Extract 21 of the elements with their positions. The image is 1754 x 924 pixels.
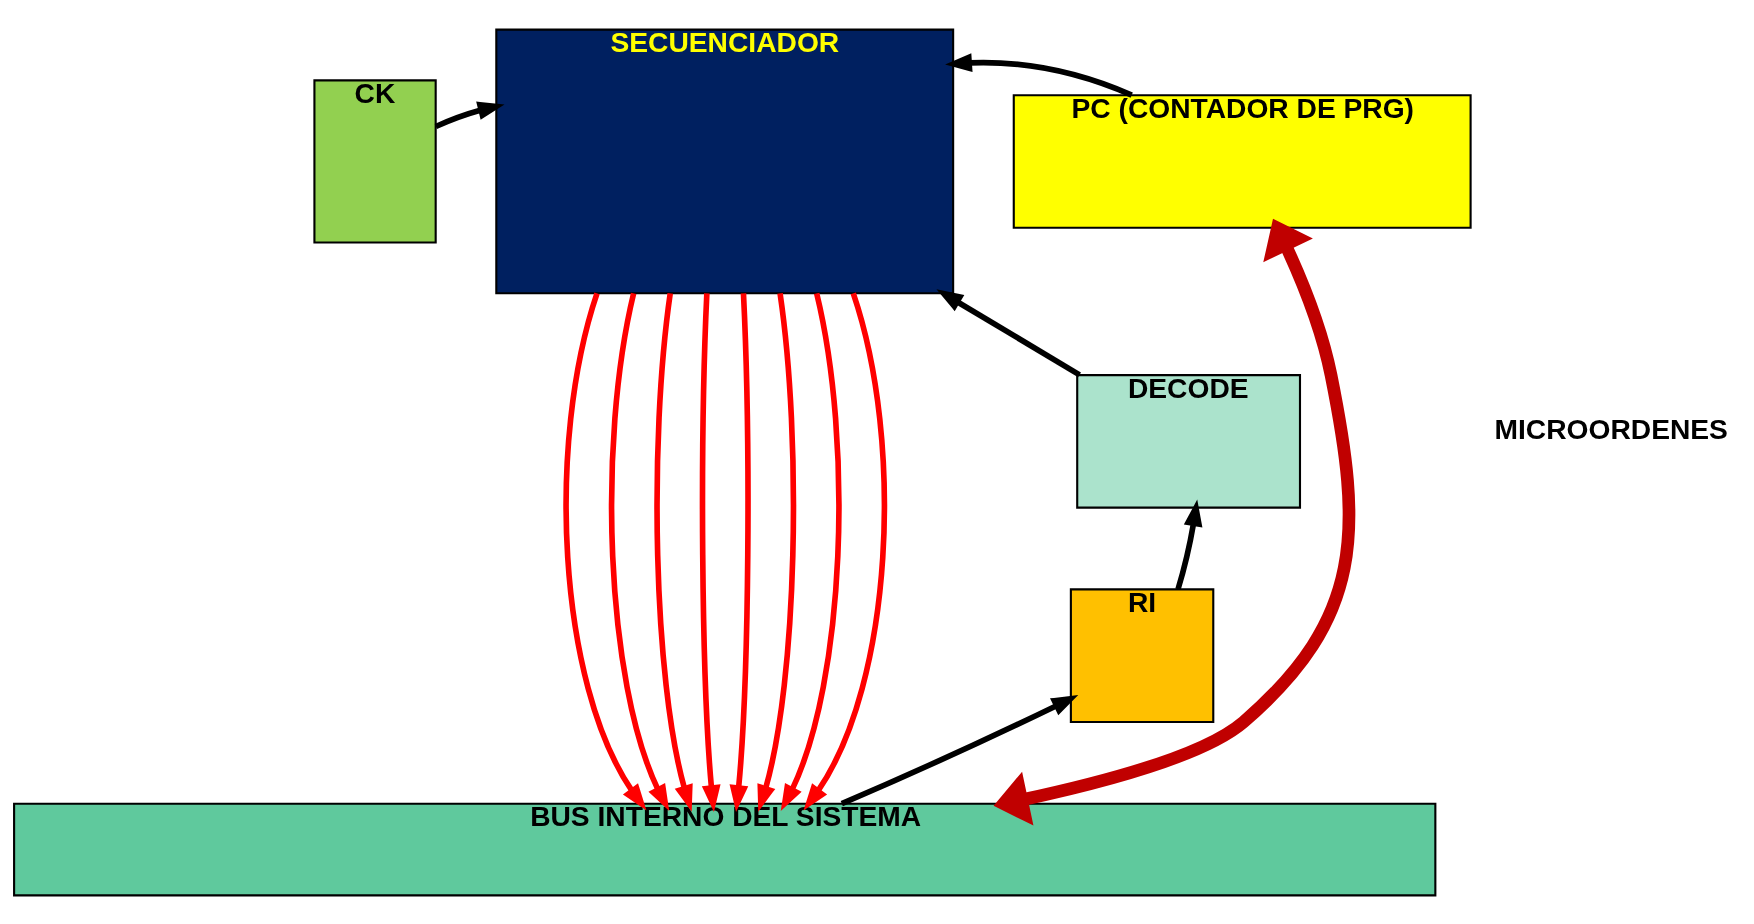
arrow [729,292,751,812]
arrow [563,292,647,810]
arrow [434,101,505,129]
node-box: DECODE [1076,373,1302,509]
arrow [803,292,888,810]
node-box: PC (CONTADOR DE PRG) [1012,93,1472,229]
arrow [654,292,693,812]
arrow [936,288,1081,377]
label: MICROORDENES [1494,412,1728,445]
arrow [993,218,1356,826]
arrow [1175,499,1203,590]
arrow [780,292,842,811]
arrow [757,292,797,812]
arrow [699,292,721,812]
node-box: SECUENCIADOR [495,28,955,294]
arrow [608,292,670,811]
node-box: CK [313,78,437,244]
node-box: BUS INTERNO DEL SISTEMA [13,802,1437,896]
arrow [945,52,1133,98]
node-box: RI [1069,587,1215,723]
arrow [840,694,1079,806]
